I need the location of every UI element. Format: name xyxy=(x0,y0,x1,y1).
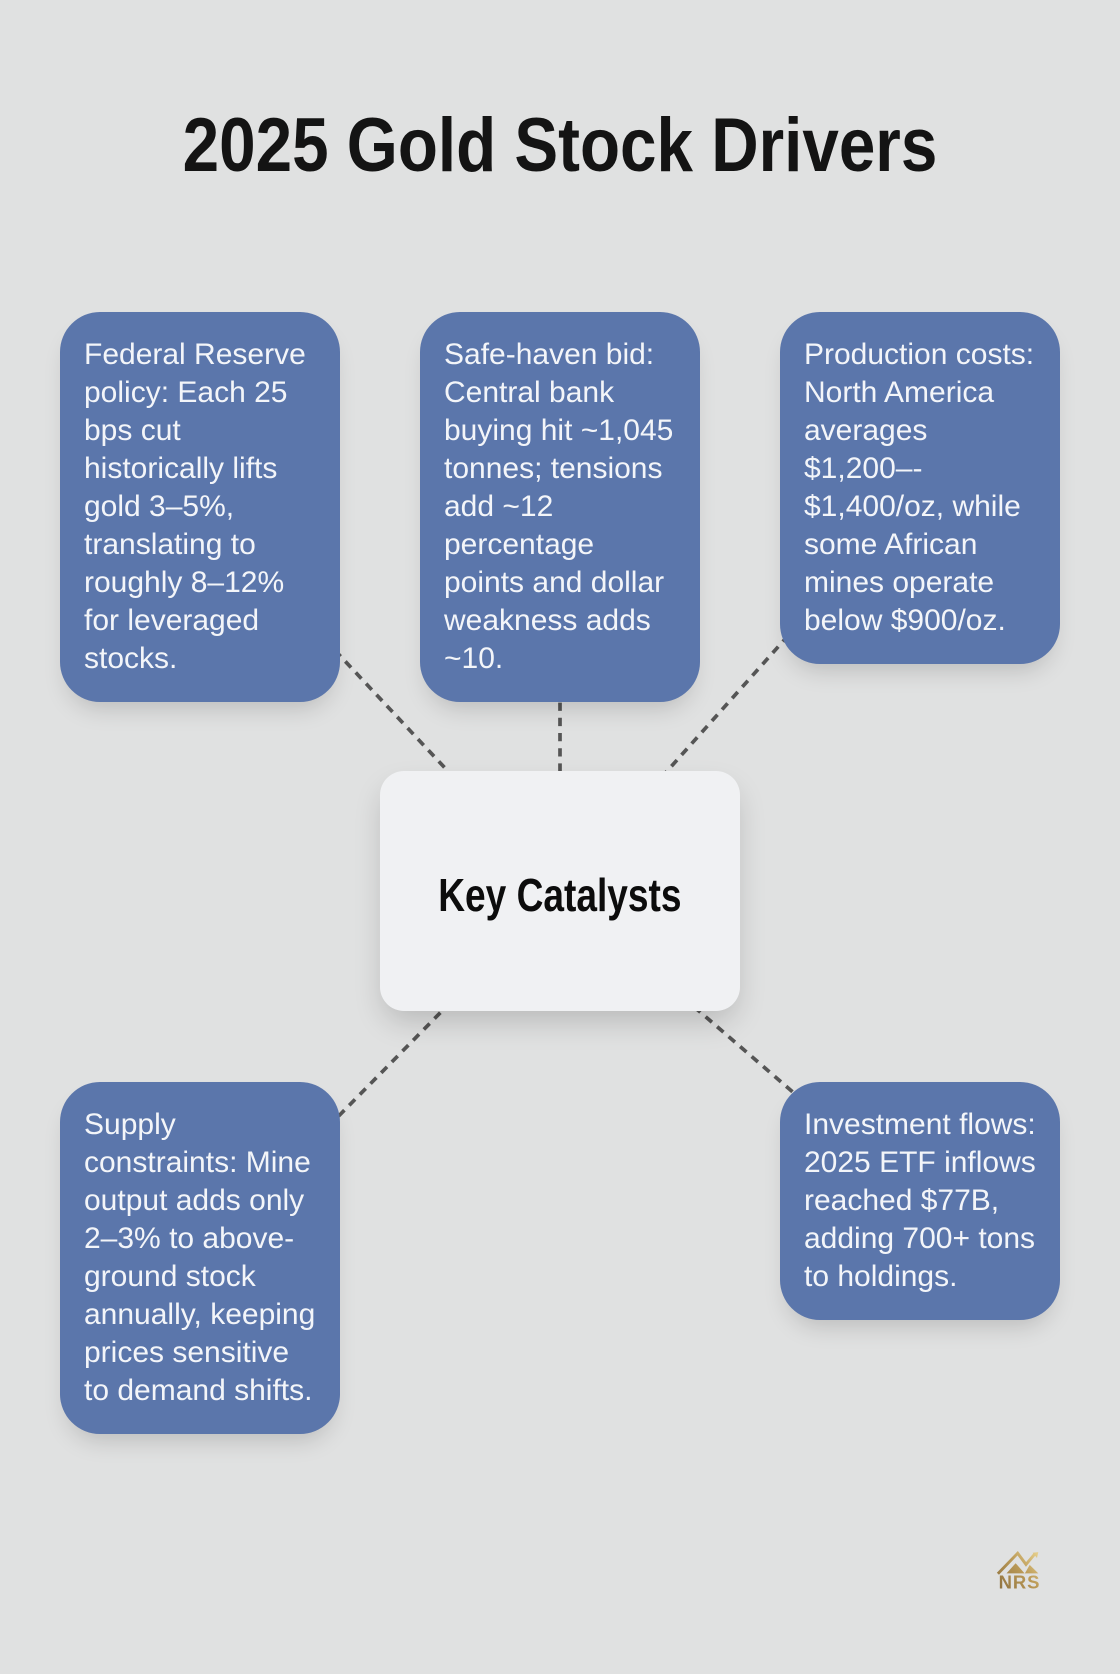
svg-text:NRS: NRS xyxy=(999,1572,1041,1593)
